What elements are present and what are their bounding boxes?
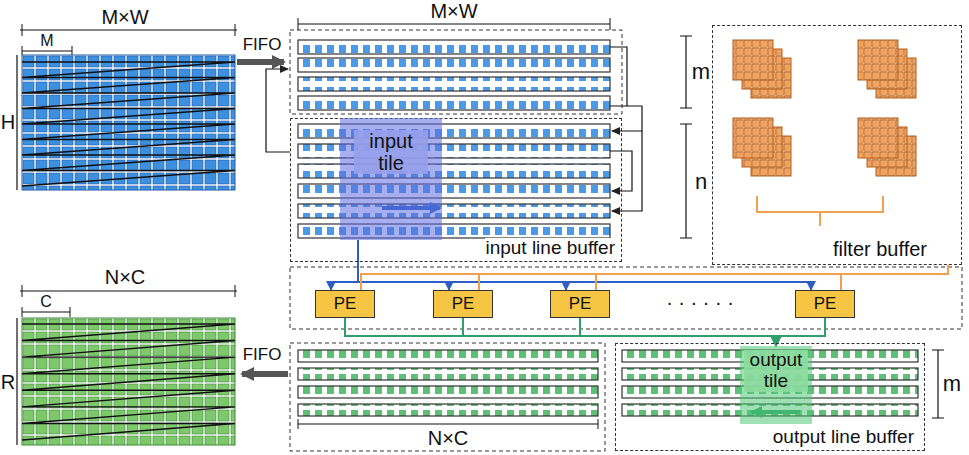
dimension-label: N×C xyxy=(426,428,471,448)
filter-kernel xyxy=(733,40,773,80)
region-label: output line buffer xyxy=(773,427,914,448)
dimension-label: N×C xyxy=(103,267,148,287)
data-connector xyxy=(479,265,948,290)
dimension-label: M xyxy=(38,33,55,49)
buffer-region: filter buffer xyxy=(712,25,962,265)
fifo-label: FIFO xyxy=(241,346,284,363)
buffer-row xyxy=(298,58,610,72)
data-connector xyxy=(776,318,825,346)
dimension-label: m xyxy=(941,373,963,395)
buffer-row xyxy=(298,96,610,110)
data-connector xyxy=(331,240,358,290)
tile-region: output tile xyxy=(740,346,812,424)
dimension-label: M×W xyxy=(428,1,479,21)
pe-box: PE xyxy=(550,290,610,318)
dimension-label: n xyxy=(693,171,709,193)
data-connector xyxy=(841,265,948,290)
data-connector xyxy=(580,318,776,346)
filter-kernel xyxy=(858,40,898,80)
pe-label: PE xyxy=(814,295,837,314)
buffer-row xyxy=(298,368,598,380)
pe-label: PE xyxy=(452,295,475,314)
fifo-label: FIFO xyxy=(241,36,284,53)
buffer-row xyxy=(298,350,598,362)
region-label: filter buffer xyxy=(833,238,927,260)
pe-box: PE xyxy=(795,290,855,318)
scan-order xyxy=(22,62,235,186)
filter-kernel xyxy=(858,118,898,158)
region-label: input tile xyxy=(354,130,428,174)
data-connector xyxy=(596,265,948,290)
region-label: output tile xyxy=(744,350,808,392)
pe-box: PE xyxy=(433,290,493,318)
buffer-region: output line buffer output tile xyxy=(615,343,925,451)
buffer-row xyxy=(298,77,610,91)
dimension-label: m xyxy=(690,61,712,83)
data-connector xyxy=(361,265,948,290)
pe-box: PE xyxy=(315,290,375,318)
tile-region: input tile xyxy=(340,118,442,240)
scan-order xyxy=(22,324,235,440)
region-label: input line buffer xyxy=(485,238,615,259)
data-connector xyxy=(463,318,776,346)
dimension-label: M×W xyxy=(99,7,150,27)
pe-label: PE xyxy=(569,295,592,314)
buffer-row xyxy=(298,386,598,398)
data-connector xyxy=(345,318,776,346)
dimension-label: C xyxy=(38,294,54,310)
buffer-region: input line buffer input tile xyxy=(290,118,622,262)
pe-label: PE xyxy=(334,295,357,314)
dimension-label: H xyxy=(0,112,17,132)
dimension-label: R xyxy=(0,372,17,392)
filter-kernel xyxy=(733,118,773,158)
buffer-row xyxy=(298,404,598,416)
ellipsis: · · · · · · xyxy=(664,292,736,312)
buffer-row xyxy=(298,40,610,54)
